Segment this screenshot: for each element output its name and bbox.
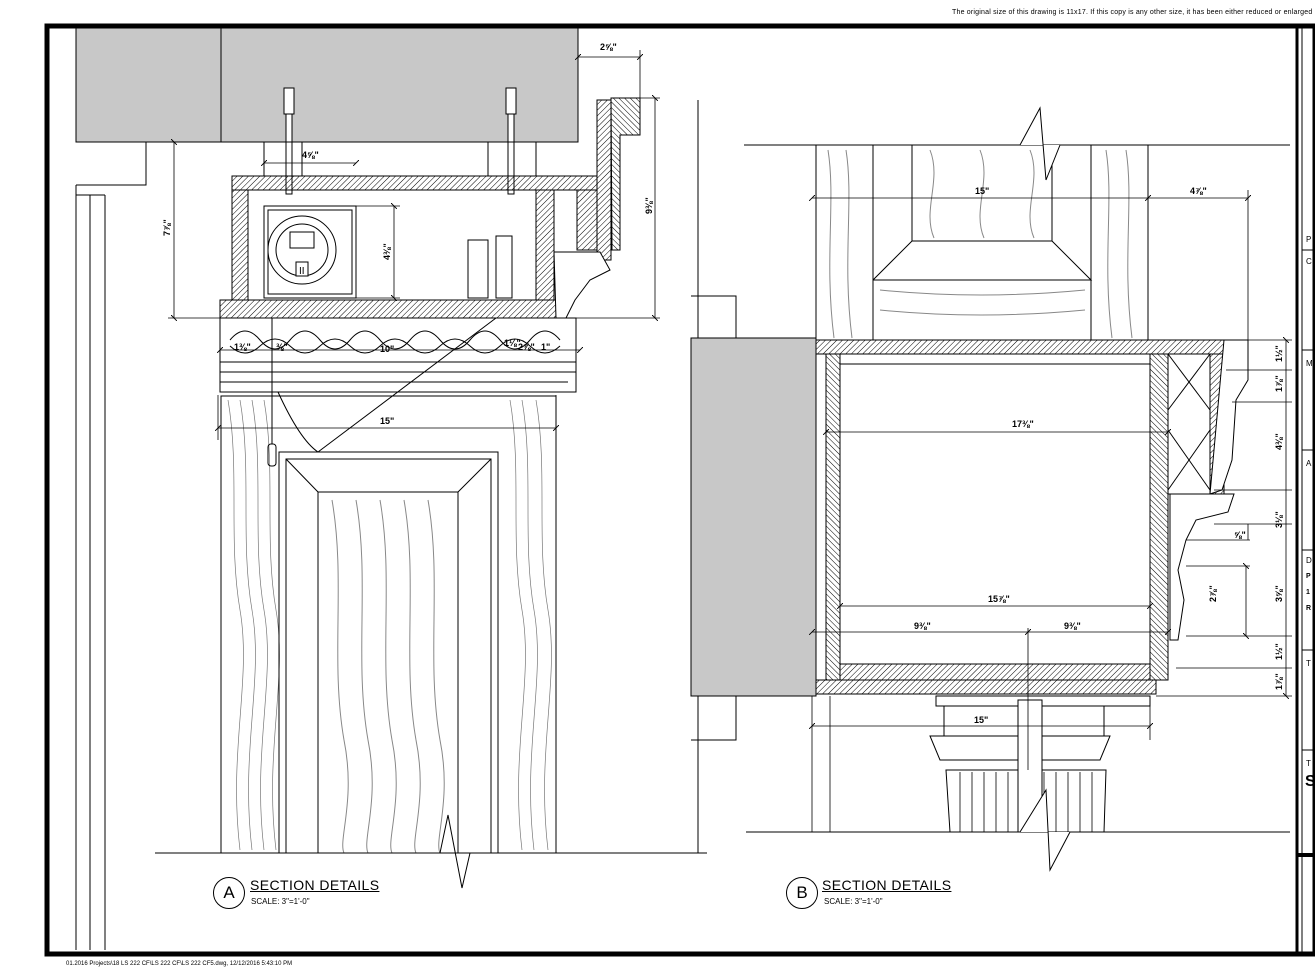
detail-a: II [75, 27, 707, 950]
box-section-b [815, 339, 1249, 695]
dim-a-left-height: 7⅞" [162, 219, 172, 236]
dim-b-r8: 1½" [1274, 643, 1284, 660]
motor-unit: II [263, 205, 357, 299]
dim-a-right-a: 1⅛" [504, 338, 521, 348]
valance-box [219, 99, 612, 319]
door-panel [267, 317, 499, 854]
sheet-size-note: The original size of this drawing is 11x… [952, 9, 1313, 16]
dim-b-r7: 3⅝" [1274, 585, 1284, 602]
dim-b-r2: 1⅞" [1274, 375, 1284, 392]
dim-a-right-c: 1" [541, 342, 550, 352]
detail-marker-a: A [213, 877, 245, 909]
wall-section [690, 337, 817, 697]
sheet-border [44, 23, 1315, 957]
upper-frame-b [815, 144, 1149, 341]
dim-b-bottom-inner: 15⅞" [988, 594, 1010, 604]
dim-a-small: ⅜" [276, 342, 288, 352]
detail-scale-b: SCALE: 3"=1'-0" [824, 897, 883, 906]
dim-a-overall: 15" [380, 416, 394, 426]
title-block-rows [1302, 249, 1315, 751]
tb-small-3: R [1306, 605, 1311, 612]
dim-a-overall-height: 9⅜" [644, 197, 654, 214]
dim-a-box-height: 4⅜" [382, 243, 392, 260]
tb-label-5: D [1306, 556, 1312, 565]
break-line-b-top [1019, 106, 1061, 181]
title-block-labels: P C M A D T T P 1 R S [1305, 235, 1315, 790]
break-line-a [155, 814, 707, 889]
tb-small-1: P [1306, 573, 1311, 580]
dim-a-right-b: 2⅞" [518, 342, 535, 352]
dimension-text-a: 2⅝" 9⅜" 7⅞" 4⅝" 4⅜" 1⅜" ⅜" 10" 1⅛" 2⅞" 1… [162, 42, 654, 426]
detail-title-b: SECTION DETAILS [822, 877, 952, 893]
dim-b-top-width: 15" [975, 186, 989, 196]
dim-b-r3: 4⅜" [1274, 433, 1284, 450]
tb-label-3: M [1306, 359, 1313, 368]
dim-b-inner-width: 17⅜" [1012, 419, 1034, 429]
dim-a-box-width: 4⅝" [302, 150, 319, 160]
dimension-text-b: 15" 4⅞" 17⅜" 15⅞" 9⅜" 9⅜" 15" 1½" 1⅞" 4⅜… [914, 186, 1284, 725]
tb-small-2: 1 [1306, 589, 1310, 596]
dim-b-r6: 2⅞" [1208, 585, 1218, 602]
dim-b-r1: 1½" [1274, 345, 1284, 362]
hanger-rods [263, 87, 537, 195]
dimension-lines-b [812, 190, 1292, 832]
dim-b-r4: ⅝" [1234, 530, 1246, 540]
break-line-b-bottom [1019, 788, 1071, 872]
dim-b-half-right: 9⅜" [1064, 621, 1081, 631]
file-path-note: 01.2016 Projects\18 LS 222 CF\LS 222 CF\… [66, 961, 293, 967]
dimension-lines-a [168, 30, 660, 440]
dim-a-top-offset: 2⅝" [600, 42, 617, 52]
tb-label-1: P [1306, 235, 1311, 244]
dim-a-left: 1⅜" [234, 342, 251, 352]
ceiling-slab [75, 27, 579, 143]
svg-text:II: II [299, 266, 305, 277]
woodgrain-panels [220, 395, 557, 854]
dim-a-center: 10" [380, 344, 394, 354]
detail-scale-a: SCALE: 3"=1'-0" [251, 897, 310, 906]
detail-marker-b: B [786, 877, 818, 909]
dim-b-base-width: 15" [974, 715, 988, 725]
ornament-band [219, 317, 577, 393]
detail-b: 15" 4⅞" 17⅜" 15⅞" 9⅜" 9⅜" 15" 1½" 1⅞" 4⅜… [690, 106, 1292, 872]
tb-sheet-code: S [1305, 773, 1315, 790]
detail-title-a: SECTION DETAILS [250, 877, 380, 893]
dim-b-r9: 1⅞" [1274, 673, 1284, 690]
dim-b-r5: 3⅛" [1274, 511, 1284, 528]
tb-label-2: C [1306, 257, 1312, 266]
dim-b-half-left: 9⅜" [914, 621, 931, 631]
tb-label-4: A [1306, 459, 1312, 468]
dim-b-right-offset: 4⅞" [1190, 186, 1207, 196]
tb-label-6: T [1306, 659, 1311, 668]
tb-label-7: T [1306, 759, 1311, 768]
